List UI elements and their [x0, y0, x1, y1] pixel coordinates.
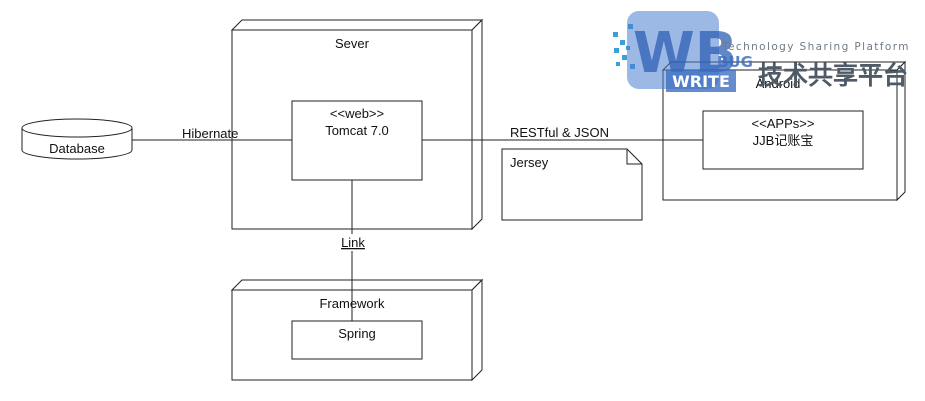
restful-label: RESTful & JSON	[510, 125, 609, 140]
link-label-background	[336, 234, 370, 251]
app-name: JJB记账宝	[753, 133, 814, 148]
tomcat-component: <<web>> Tomcat 7.0	[291, 100, 423, 181]
android-label: Android	[756, 76, 801, 91]
spring-component: Spring	[291, 320, 423, 360]
watermark-tagline: Technology Sharing Platform	[721, 41, 910, 53]
app-stereotype: <<APPs>>	[752, 116, 815, 131]
logo-write: WRITE	[672, 72, 730, 91]
logo-badge	[627, 11, 719, 89]
database-label: Database	[49, 141, 105, 156]
logo-write-band	[666, 70, 736, 92]
jersey-note: Jersey	[501, 148, 643, 221]
logo-bug: BUG	[717, 53, 753, 71]
watermark-logo: WB BUG WRITE Technology Sharing Platform…	[613, 11, 910, 92]
tomcat-stereotype: <<web>>	[330, 106, 384, 121]
spring-label: Spring	[338, 326, 376, 341]
jersey-note-text: Jersey	[510, 155, 549, 170]
server-label: Sever	[335, 36, 370, 51]
database-node: Database	[21, 118, 133, 160]
tomcat-name: Tomcat 7.0	[325, 123, 389, 138]
hibernate-label: Hibernate	[182, 126, 238, 141]
watermark-cn-title: 技术共享平台	[758, 61, 908, 90]
app-component: <<APPs>> JJB记账宝	[702, 110, 864, 170]
link-label: Link	[341, 235, 365, 250]
